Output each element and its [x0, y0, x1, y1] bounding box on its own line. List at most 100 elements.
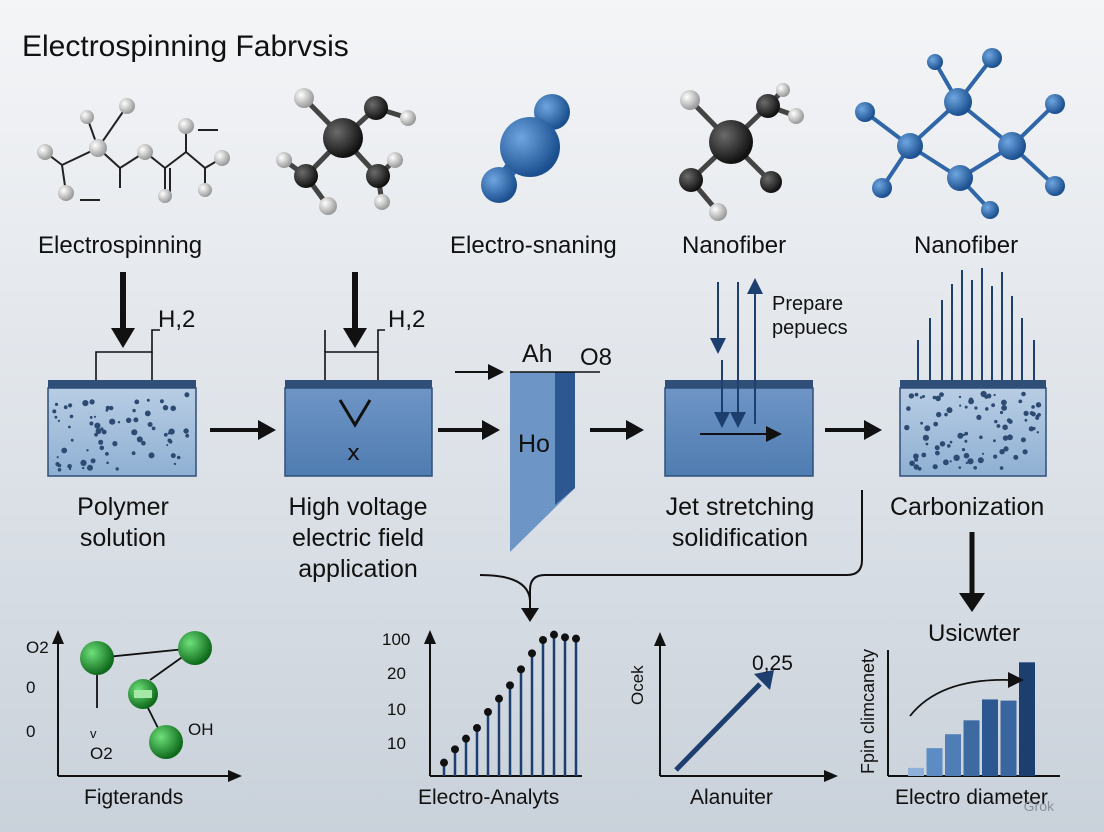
particle-dot — [944, 412, 948, 417]
step-carbonization: Carbonization — [890, 493, 1045, 521]
particle-dot — [953, 454, 960, 461]
particle-dot — [1001, 405, 1007, 411]
particle-dot — [946, 407, 953, 414]
particle-dot — [932, 464, 938, 470]
step2-line-2: electric field — [292, 524, 424, 552]
molecule-label-3: Nanofiber — [682, 232, 787, 259]
line-annotation: 0,25 — [752, 652, 793, 675]
particle-dot — [949, 460, 952, 463]
particle-dot — [935, 395, 941, 402]
particle-dot — [126, 417, 132, 423]
particle-dot — [68, 425, 71, 429]
particle-dot — [82, 466, 85, 470]
particle-dot — [925, 442, 929, 446]
molecule-network-icon — [855, 48, 1065, 219]
particle-dot — [986, 393, 992, 399]
particle-dot — [922, 395, 925, 398]
particle-dot — [162, 405, 169, 411]
particle-dot — [934, 445, 940, 451]
line-caption: Alanuiter — [690, 786, 773, 809]
particle-dot — [965, 461, 968, 465]
particle-dot — [100, 427, 104, 431]
particle-dot — [979, 435, 983, 440]
particle-dot — [55, 462, 60, 467]
particle-dot — [981, 452, 985, 455]
particle-dot — [106, 461, 109, 465]
particle-dot — [993, 439, 996, 443]
svg-text:x: x — [347, 441, 360, 466]
particle-dot — [101, 429, 107, 435]
particle-dot — [939, 441, 946, 447]
particle-dot — [167, 432, 170, 435]
particle-dot — [964, 431, 969, 436]
particle-dot — [109, 418, 116, 425]
molecule-chart — [52, 630, 242, 782]
particle-dot — [913, 453, 919, 460]
particle-dot — [105, 408, 109, 412]
step-polymer-solution: Polymer solution — [48, 492, 198, 554]
particle-dot — [134, 399, 140, 405]
particle-dot — [963, 452, 970, 459]
particle-dot — [906, 406, 911, 411]
usicwter-label: Usicwter — [928, 620, 1021, 647]
particle-dot — [86, 449, 89, 452]
stem-y-tick-4: 10 — [387, 734, 406, 753]
particle-dot — [68, 403, 73, 408]
particle-dot — [1024, 418, 1028, 422]
line-ylabel: Ocek — [628, 665, 647, 705]
molecule-label-2: Electro-snaning — [450, 232, 617, 259]
particle-dot — [985, 407, 989, 411]
particle-dot — [133, 417, 139, 423]
particle-dot — [924, 425, 931, 432]
particle-dot — [949, 440, 953, 444]
bracket-lines — [95, 329, 385, 382]
stem-chart — [424, 630, 582, 777]
particle-dot — [1036, 431, 1040, 434]
mol-y-label-2: 0 — [26, 678, 36, 697]
particle-dot — [958, 466, 962, 469]
bar-chart — [887, 650, 1060, 777]
particle-dot — [1029, 411, 1034, 416]
down-arrow-icon-2 — [959, 532, 985, 612]
particle-dot — [54, 415, 58, 419]
particle-dot — [991, 403, 995, 408]
stem-point — [484, 708, 492, 716]
particle-dot — [89, 399, 95, 405]
stem-point — [572, 634, 580, 643]
particle-dot — [977, 457, 984, 464]
mol-o2-label: v O2 — [90, 726, 113, 763]
step4-line-1: Jet stretching — [665, 493, 815, 521]
particle-dot — [151, 426, 156, 431]
particle-dot — [168, 439, 173, 444]
step1-line-1: Polymer — [77, 493, 169, 521]
particle-dot — [1035, 415, 1040, 420]
particle-dot — [63, 405, 68, 410]
particle-dot — [69, 414, 74, 419]
particle-dot — [964, 439, 968, 443]
particle-dot — [87, 464, 93, 471]
stem-y-tick-1: 100 — [382, 630, 411, 649]
particle-dot — [993, 393, 996, 397]
particle-dot — [1002, 424, 1008, 431]
step2-line-1: High voltage — [288, 493, 428, 521]
particle-dot — [1007, 434, 1013, 441]
mol-caption: Figterands — [84, 786, 184, 809]
particle-dot — [1020, 437, 1026, 443]
particle-dot — [94, 422, 101, 429]
particle-dot — [54, 402, 59, 406]
particle-dot — [131, 451, 136, 456]
particle-dot — [917, 466, 922, 471]
watermark: Grok — [1023, 798, 1054, 814]
o8-label: O8 — [580, 344, 613, 371]
particle-dot — [163, 432, 168, 437]
particle-dot — [89, 416, 93, 419]
particle-dot — [1031, 405, 1035, 409]
particle-dot — [95, 428, 102, 435]
stem-caption: Electro-Analyts — [418, 786, 560, 809]
stem-point — [539, 636, 547, 644]
particle-dot — [1002, 435, 1009, 441]
particle-dot — [973, 466, 977, 470]
stem-y-tick-2: 20 — [387, 664, 406, 683]
process-arrows — [210, 420, 882, 440]
